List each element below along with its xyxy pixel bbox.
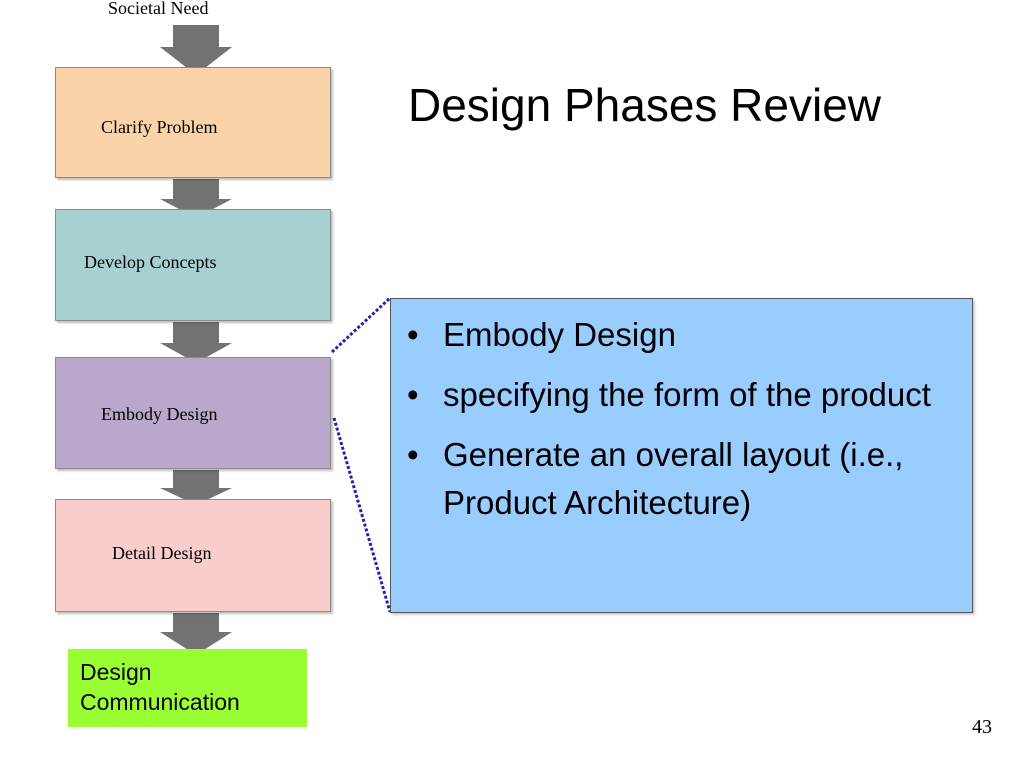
stage-label: Embody Design bbox=[101, 404, 218, 424]
societal-need-label: Societal Need bbox=[108, 0, 209, 18]
stage-embody-design: Embody Design bbox=[55, 357, 331, 469]
bullet-item: • specifying the form of the product bbox=[391, 371, 952, 419]
stage-clarify-problem: Clarify Problem bbox=[55, 67, 331, 178]
stage-label: Detail Design bbox=[112, 543, 212, 563]
stage-detail-design: Detail Design bbox=[55, 499, 331, 612]
stage-label: Develop Concepts bbox=[84, 252, 217, 272]
embody-design-detail-box: • Embody Design • specifying the form of t… bbox=[390, 298, 973, 613]
bullet-text: Generate an overall layout (i.e., Produc… bbox=[443, 436, 904, 521]
bullet-item: • Generate an overall layout (i.e., Produ… bbox=[391, 431, 952, 527]
arrow-develop-to-embody bbox=[160, 322, 232, 363]
design-communication-box: Design Communication bbox=[68, 649, 307, 727]
bullet-item: • Embody Design bbox=[391, 311, 952, 359]
arrow-detail-to-communication bbox=[160, 613, 232, 655]
callout-connector-bottom bbox=[332, 417, 392, 613]
arrow-embody-to-detail bbox=[160, 470, 232, 505]
bullet-text: Embody Design bbox=[443, 316, 676, 353]
arrow-clarify-to-develop bbox=[160, 179, 232, 218]
slide-title: Design Phases Review bbox=[408, 79, 882, 131]
callout-connector-top bbox=[330, 296, 392, 354]
bullet-list: • Embody Design • specifying the form of t… bbox=[391, 299, 972, 527]
bullet-text: specifying the form of the product bbox=[443, 376, 931, 413]
stage-develop-concepts: Develop Concepts bbox=[55, 209, 331, 321]
arrow-societal-to-clarify bbox=[160, 25, 232, 75]
bullet-dot-icon: • bbox=[407, 436, 419, 473]
bullet-dot-icon: • bbox=[407, 376, 419, 413]
bullet-dot-icon: • bbox=[407, 316, 419, 353]
stage-label: Clarify Problem bbox=[101, 117, 218, 137]
slide-number: 43 bbox=[972, 716, 992, 738]
